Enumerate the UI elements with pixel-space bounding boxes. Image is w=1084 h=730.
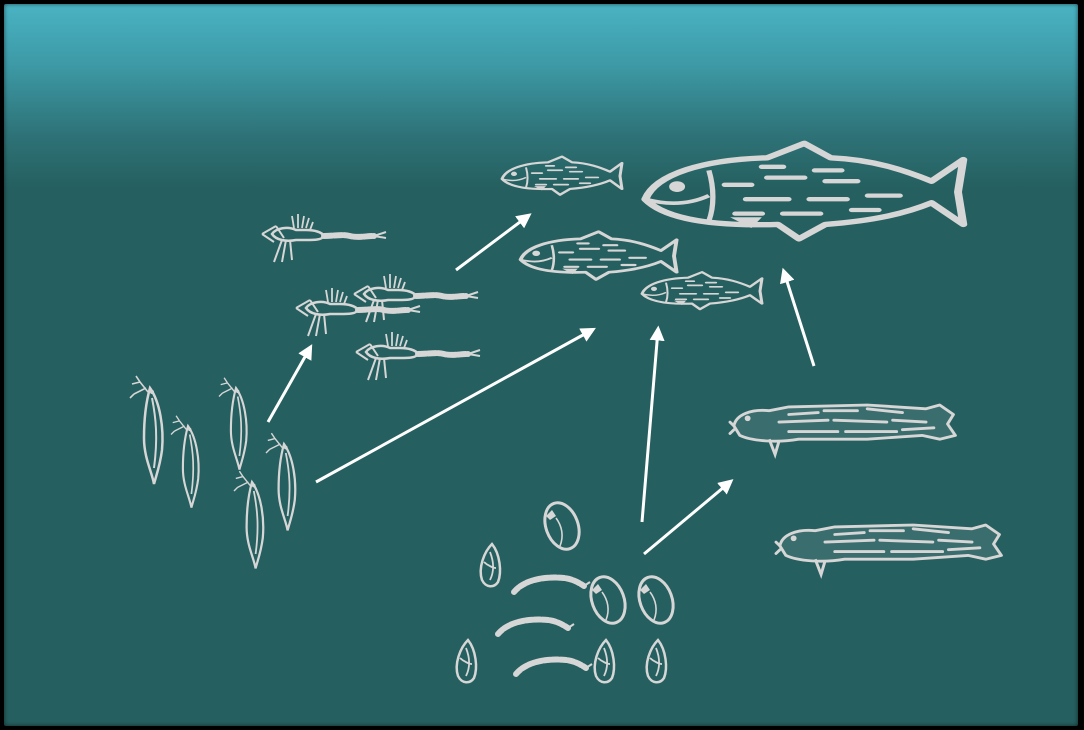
daphnia-sketch xyxy=(234,471,263,568)
midge-larva-sketch xyxy=(514,578,590,592)
clam-sketch xyxy=(539,498,585,554)
snail-sketch xyxy=(481,544,500,586)
snail-sketch xyxy=(457,640,476,682)
small-trout-sketch xyxy=(642,272,762,309)
sculpin-sketch xyxy=(776,525,1001,574)
food-web-slide xyxy=(4,4,1078,726)
food-web-diagram xyxy=(4,4,1078,726)
large-trout-sketch xyxy=(645,143,963,238)
arrow-benthos-to-sculpin xyxy=(644,482,730,554)
arrow-benthos-to-small-trout xyxy=(642,330,658,522)
mayfly-nymph-sketch xyxy=(296,288,420,336)
daphnia-sketch xyxy=(171,416,199,508)
midge-larva-sketch xyxy=(516,660,592,674)
mayfly-nymph-sketch xyxy=(356,332,480,380)
snail-sketch xyxy=(595,640,614,682)
midge-larva-sketch xyxy=(498,620,574,634)
small-trout-sketch xyxy=(521,232,677,280)
arrow-daphnia-to-nymph xyxy=(268,348,310,422)
arrow-sculpin-to-large-trout xyxy=(784,272,814,366)
clam-sketch xyxy=(585,572,631,628)
snail-sketch xyxy=(647,640,666,682)
daphnia-sketch xyxy=(130,376,163,484)
clam-sketch xyxy=(633,572,679,628)
mayfly-nymph-sketch xyxy=(262,214,386,262)
daphnia-sketch xyxy=(266,433,295,530)
mayfly-nymph-sketch xyxy=(354,274,478,322)
sculpin-sketch xyxy=(730,405,955,454)
small-trout-sketch xyxy=(502,157,622,195)
arrow-nymph-to-small-trout xyxy=(456,216,528,270)
daphnia-sketch xyxy=(219,378,247,470)
